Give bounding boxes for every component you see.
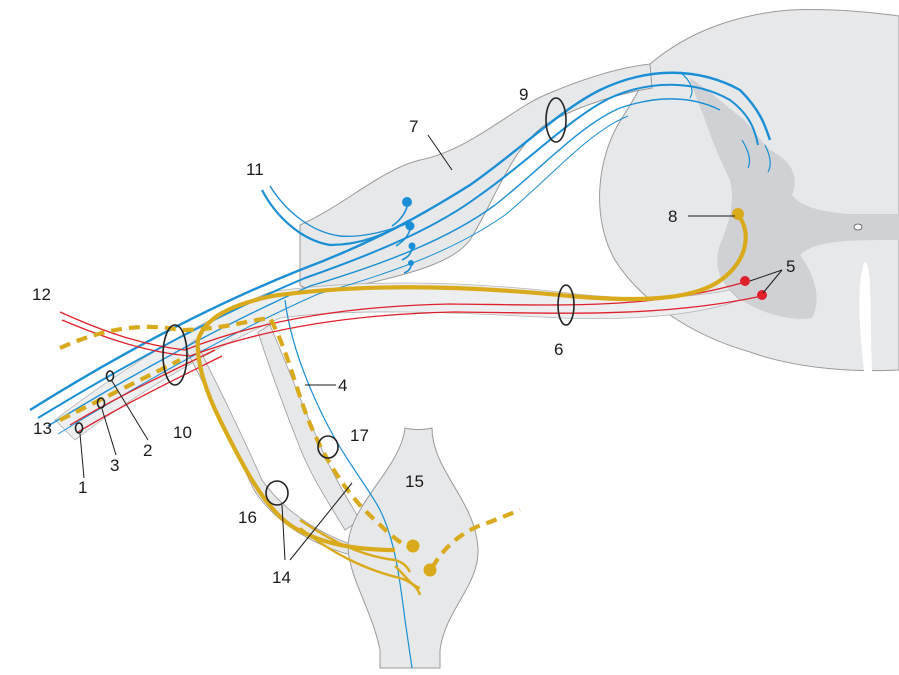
leader-3 bbox=[101, 408, 117, 456]
leader-lines bbox=[79, 134, 783, 561]
sensory-stalk-3 bbox=[401, 248, 413, 261]
label-5: 5 bbox=[786, 257, 795, 276]
motor-cell-bodies bbox=[740, 276, 767, 300]
leader-7 bbox=[427, 134, 453, 171]
label-1: 1 bbox=[78, 478, 87, 497]
ganglion-synapse-fiber-1 bbox=[299, 519, 412, 573]
preganglionic-fiber bbox=[195, 213, 748, 553]
sensory-stalk-1 bbox=[391, 206, 408, 227]
ring-6 bbox=[557, 284, 575, 326]
leader-14a bbox=[281, 504, 286, 561]
ring-1 bbox=[74, 422, 84, 434]
sensory-fiber-1 bbox=[29, 71, 772, 412]
label-6: 6 bbox=[554, 340, 563, 359]
sensory-stalk-4 bbox=[403, 265, 412, 274]
autonomic-cell-bodies bbox=[406, 208, 744, 577]
dorsal-ramus-fiber-b bbox=[269, 185, 413, 238]
ganglion-synapse-fiber-3 bbox=[394, 565, 421, 590]
ganglion-cell-body-2 bbox=[423, 563, 437, 577]
sensory-cell-stalks bbox=[391, 206, 413, 274]
sensory-cell-body-3 bbox=[408, 242, 416, 250]
label-2: 2 bbox=[143, 441, 152, 460]
postganglionic-outflow bbox=[430, 508, 521, 570]
gray-ramus-sheath bbox=[257, 324, 361, 531]
label-8: 8 bbox=[668, 207, 677, 226]
label-15: 15 bbox=[405, 472, 424, 491]
motor-cell-body-2 bbox=[757, 290, 767, 300]
ring-9 bbox=[545, 97, 567, 143]
label-7: 7 bbox=[409, 117, 418, 136]
ganglion-sheath bbox=[299, 63, 653, 290]
leader-14b bbox=[289, 482, 353, 561]
section-rings bbox=[74, 97, 575, 506]
ring-3 bbox=[96, 397, 106, 409]
sensory-cell-body-4 bbox=[408, 260, 414, 266]
sensory-twig-1 bbox=[679, 71, 693, 99]
leader-5b bbox=[762, 269, 783, 294]
motor-cell-body-1 bbox=[740, 276, 750, 286]
central-canal bbox=[853, 223, 863, 231]
ganglion-cell-body-1 bbox=[406, 539, 420, 553]
anterior-median-fissure bbox=[859, 262, 872, 372]
label-13: 13 bbox=[33, 419, 52, 438]
sensory-twig-2 bbox=[741, 139, 751, 169]
label-10: 10 bbox=[173, 423, 192, 442]
label-14: 14 bbox=[272, 568, 291, 587]
leader-5a bbox=[749, 269, 783, 282]
sensory-cell-body-2 bbox=[405, 221, 415, 231]
central-canal-area bbox=[845, 214, 899, 240]
sensory-fibers bbox=[29, 71, 772, 669]
label-11: 11 bbox=[246, 160, 264, 179]
leader-1 bbox=[79, 433, 85, 479]
ring-17 bbox=[317, 435, 339, 459]
ganglion-synapse-fiber-2 bbox=[299, 527, 422, 596]
autonomic-fibers bbox=[59, 213, 748, 596]
label-4: 4 bbox=[338, 376, 347, 395]
label-17: 17 bbox=[350, 426, 369, 445]
sensory-stalk-2 bbox=[395, 229, 411, 247]
lateral-horn-cell-body bbox=[732, 208, 744, 220]
postganglionic-fiber-dashed bbox=[59, 315, 413, 551]
label-9: 9 bbox=[519, 85, 528, 104]
leader-2 bbox=[111, 380, 149, 441]
ring-16 bbox=[265, 480, 289, 506]
sensory-cell-body-1 bbox=[402, 197, 412, 207]
label-16: 16 bbox=[238, 508, 257, 527]
sensory-cell-bodies bbox=[402, 197, 416, 266]
sensory-fiber-3 bbox=[47, 98, 721, 427]
sensory-twig-3 bbox=[764, 144, 771, 173]
label-12: 12 bbox=[32, 285, 51, 304]
callout-labels: 1 2 3 4 5 6 7 8 9 10 11 12 13 14 15 16 1… bbox=[32, 85, 795, 587]
motor-fiber-2 bbox=[61, 295, 763, 357]
motor-fiber-4 bbox=[77, 355, 223, 433]
visceral-sensory-fiber bbox=[284, 299, 413, 669]
ring-2 bbox=[105, 370, 115, 382]
dorsal-ramus-fiber-a bbox=[261, 189, 411, 247]
label-3: 3 bbox=[110, 456, 119, 475]
ring-10 bbox=[162, 324, 188, 386]
motor-fiber-1 bbox=[59, 281, 746, 351]
sensory-fiber-4 bbox=[57, 115, 629, 435]
nerve-trunk bbox=[54, 282, 741, 441]
